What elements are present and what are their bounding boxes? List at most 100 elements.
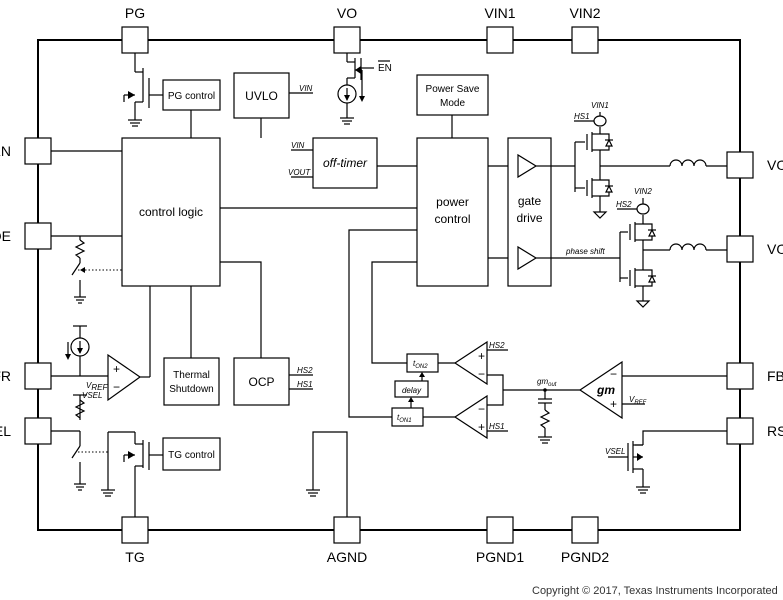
svg-text:control: control [434,212,470,226]
copyright-notice: Copyright © 2017, Texas Instruments Inco… [532,585,778,597]
pin-fr: FR [0,362,52,390]
svg-text:+: + [113,362,120,376]
rs-vsel-label: VSEL [605,447,625,456]
pg-control-block: PG control [162,79,221,111]
vsel-signal-label: VSEL [82,391,102,400]
svg-text:gate: gate [518,194,542,208]
svg-text:Shutdown: Shutdown [169,384,213,395]
pin-fb: FB [726,362,783,390]
pin-tg: TG [121,516,149,565]
comp-hs2-label: HS2 [489,341,505,350]
power-save-mode-block: Power Save Mode [416,74,489,116]
svg-text:PGND1: PGND1 [476,549,524,565]
pin-vos2: VOS2 [726,235,783,263]
pin-en: EN [0,137,52,165]
svg-text:VIN2: VIN2 [569,5,600,21]
gate-drive-block: gate drive [507,137,552,287]
vo-current-source [337,84,357,125]
comparator-bottom: − + [453,394,488,440]
svg-text:VOS2: VOS2 [767,241,783,257]
pin-pg: PG [121,5,149,54]
rs-transistor [608,430,727,494]
fr-amplifier: + − [107,353,142,402]
chip-outline [37,39,741,531]
comparator-top: + − [453,340,488,386]
svg-text:EN: EN [0,143,11,159]
svg-text:RS: RS [767,423,783,439]
ton1-label: tON1 [397,413,412,424]
pin-vin2: VIN2 [569,5,601,54]
en-bar-label: EN [378,63,392,74]
uvlo-block: UVLO [233,72,290,119]
power-control-block: power control [416,137,489,287]
svg-text:MODE: MODE [0,228,11,244]
svg-text:PG: PG [125,5,145,21]
ocp-hs1-label: HS1 [297,380,313,389]
svg-text:control logic: control logic [139,205,203,219]
svg-text:VSEL: VSEL [0,423,11,439]
vin2-signal-label: VIN2 [634,187,652,196]
gmout-label: gmout [537,377,557,388]
phase-shift-label: phase shift [565,247,605,256]
ton2-block: tON2 [406,353,439,373]
gm-amplifier: gm − + [578,360,623,420]
svg-text:OCP: OCP [248,375,274,389]
pin-vo: VO [333,5,361,54]
svg-text:−: − [113,380,120,394]
pin-rs: RS [726,417,783,445]
pg-transistor [123,53,163,127]
pin-vsel: VSEL [0,417,52,445]
ocp-hs2-label: HS2 [297,366,313,375]
svg-text:AGND: AGND [327,549,367,565]
pin-pgnd2: PGND2 [561,516,609,565]
ocp-block: OCP [233,357,290,406]
fr-current-source [65,325,90,376]
svg-text:off-timer: off-timer [323,156,368,170]
svg-text:power: power [436,195,469,209]
svg-text:TG control: TG control [168,450,215,461]
ton2-label: tON2 [413,359,428,370]
hs2-top-label: HS2 [616,200,632,209]
agnd-wire [306,431,348,517]
svg-text:+: + [478,420,485,434]
ton1-block: tON1 [391,407,424,427]
svg-text:FB: FB [767,368,783,384]
pin-mode: MODE [0,222,52,250]
svg-text:−: − [478,402,485,416]
svg-text:VO: VO [337,5,357,21]
offtimer-vout-label: VOUT [288,168,311,177]
svg-text:VIN1: VIN1 [484,5,515,21]
svg-text:delay: delay [402,386,422,395]
svg-text:−: − [610,367,617,381]
svg-text:Power Save: Power Save [426,84,480,95]
svg-text:PG control: PG control [168,91,215,102]
phase2-stage [551,198,727,308]
mode-resistor-switch [71,236,122,304]
phase1-stage [551,112,727,219]
svg-text:TG: TG [125,549,144,565]
pin-vin1: VIN1 [484,5,516,54]
pin-vos1: VOS1 [726,151,783,179]
gm-vref-label: VREF [629,395,647,406]
svg-text:gm: gm [596,383,615,397]
svg-text:drive: drive [516,211,542,225]
control-logic-block: control logic [121,137,221,287]
svg-text:Thermal: Thermal [173,370,210,381]
uvlo-vin-label: VIN [299,84,313,93]
delay-block: delay [394,380,429,398]
svg-text:Mode: Mode [440,98,465,109]
vsel-resistor-switch [51,394,108,491]
tg-transistor [101,431,163,517]
tg-control-block: TG control [162,437,221,471]
svg-text:PGND2: PGND2 [561,549,609,565]
compensation-network [538,390,552,444]
svg-text:+: + [478,349,485,363]
thermal-shutdown-block: Thermal Shutdown [163,357,220,406]
comp-hs1-label: HS1 [489,422,505,431]
svg-text:FR: FR [0,368,11,384]
pin-agnd: AGND [327,516,367,565]
pin-pgnd1: PGND1 [476,516,524,565]
vo-transistor [346,53,374,102]
hs1-top-label: HS1 [574,112,590,121]
